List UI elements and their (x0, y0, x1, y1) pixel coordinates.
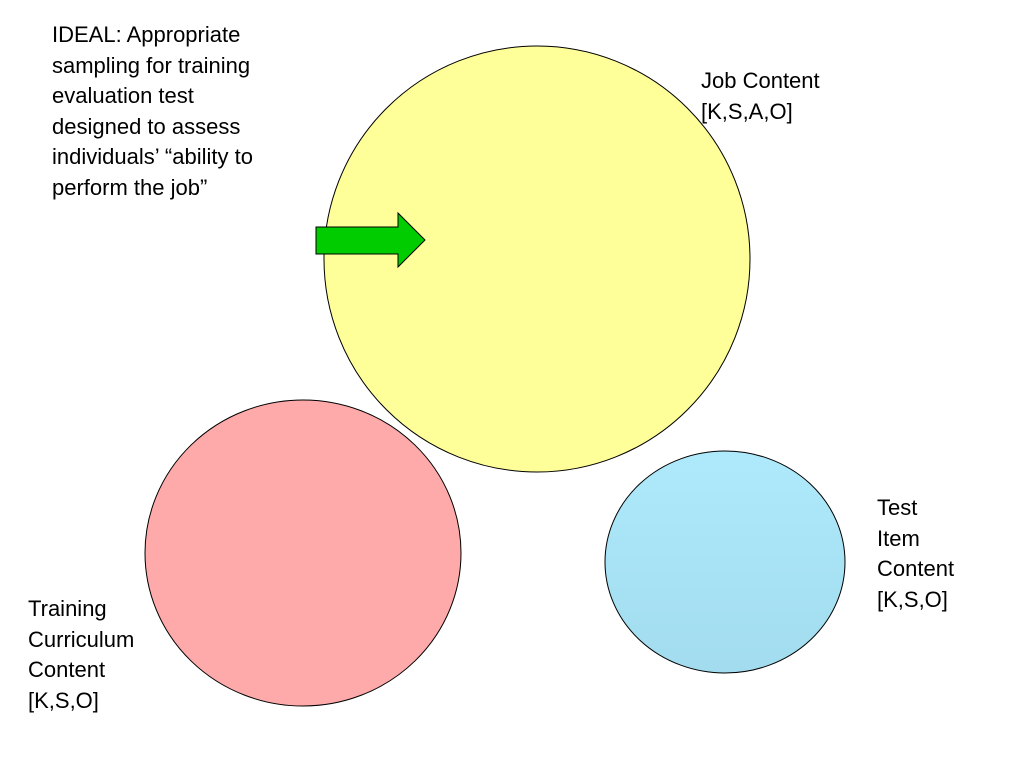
ideal-line: designed to assess (52, 113, 241, 139)
training-content-circle (144, 399, 462, 707)
test-label-line: Content (877, 556, 955, 581)
ideal-line: sampling for training (52, 52, 251, 78)
training-label-line: Training (28, 596, 107, 621)
training-label-line: [K,S,O] (28, 687, 99, 713)
test-content-label: Test Item Content [K,S,O] (877, 493, 954, 615)
ideal-line: IDEAL: Appropriate (52, 22, 241, 47)
ideal-description: IDEAL: Appropriate sampling for training… (52, 20, 253, 203)
training-label-line: Content (28, 657, 106, 682)
job-content-circle (323, 45, 751, 473)
test-label-line: Item (877, 525, 920, 551)
training-content-label: Training Curriculum Content [K,S,O] (28, 594, 134, 716)
job-content-label: Job Content [K,S,A,O] (701, 66, 820, 127)
test-label-line: [K,S,O] (877, 586, 948, 612)
job-label-line: Job Content (701, 68, 820, 93)
job-label-line: [K,S,A,O] (701, 98, 793, 124)
ideal-line: evaluation test (52, 83, 194, 108)
training-label-line: Curriculum (28, 626, 135, 652)
test-label-line: Test (877, 495, 918, 520)
test-content-circle (604, 450, 846, 674)
ideal-line: individuals’ “ability to (52, 144, 253, 169)
ideal-line: perform the job” (52, 174, 208, 200)
right-arrow-icon (315, 211, 426, 269)
